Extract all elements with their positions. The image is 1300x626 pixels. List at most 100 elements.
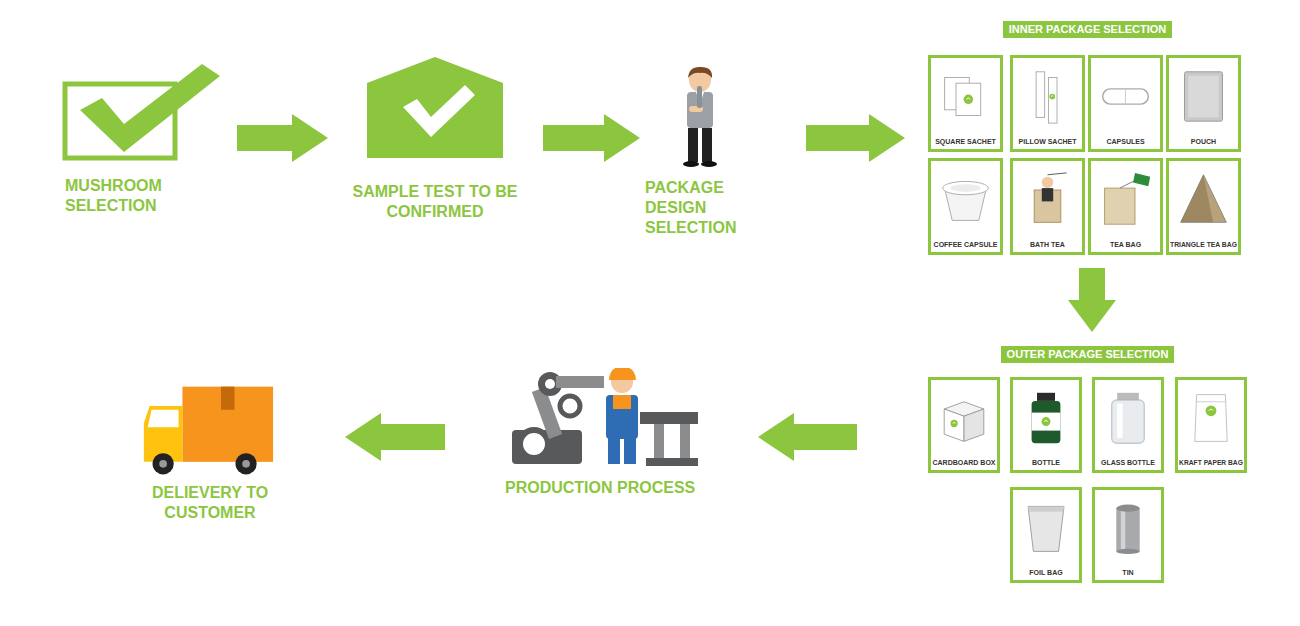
production-icon — [510, 368, 700, 468]
package-illustration — [1101, 383, 1155, 453]
shape-path — [1044, 420, 1048, 421]
shape-rect — [613, 395, 631, 409]
package-illustration — [1175, 61, 1232, 132]
shape-rect — [1112, 400, 1144, 443]
shape-rect — [1103, 89, 1149, 104]
shape-polygon — [148, 410, 179, 427]
process-step: DELIEVERY TO CUSTOMER — [135, 383, 285, 527]
package-caption: CARDBOARD BOX — [932, 459, 996, 467]
shape-circle — [242, 460, 250, 468]
shape-polygon — [1028, 506, 1064, 511]
shape-path — [1209, 409, 1213, 411]
step-label: PACKAGE DESIGN SELECTION — [645, 178, 775, 238]
package-caption: KRAFT PAPER BAG — [1179, 459, 1243, 467]
package-option: FOIL BAG — [1010, 487, 1082, 583]
group-heading: INNER PACKAGE SELECTION — [1003, 21, 1172, 38]
shape-rect — [702, 128, 712, 162]
shape-polygon — [403, 85, 475, 137]
step-illustration — [62, 62, 222, 162]
shape-polygon — [1181, 175, 1227, 223]
package-illustration — [937, 164, 994, 235]
step-label: MUSHROOM SELECTION — [65, 176, 230, 216]
step-illustration — [510, 368, 700, 468]
bottle-icon — [1019, 383, 1073, 453]
shape-circle — [153, 453, 174, 474]
package-illustration — [1019, 493, 1073, 563]
shape-rect — [556, 376, 604, 388]
package-option: TIN — [1092, 487, 1164, 583]
shape-circle — [159, 460, 167, 468]
shape-rect — [512, 430, 582, 464]
shape-path — [1051, 95, 1053, 97]
shape-polygon — [1028, 506, 1064, 551]
triangle-tea-bag-icon — [1175, 164, 1232, 235]
shape-circle — [1206, 405, 1217, 416]
shape-polygon — [367, 57, 503, 158]
package-option: KRAFT PAPER BAG — [1175, 377, 1247, 473]
shape-path — [609, 368, 636, 380]
cardboard-box-icon — [937, 383, 991, 453]
process-step: MUSHROOM SELECTION — [55, 58, 235, 230]
package-illustration — [1184, 383, 1238, 453]
shape-rect — [1185, 72, 1223, 121]
shape-line — [1197, 401, 1226, 402]
package-option: GLASS BOTTLE — [1092, 377, 1164, 473]
flow-arrow — [806, 114, 905, 162]
pouch-icon — [1175, 61, 1232, 132]
shape-path — [953, 422, 956, 423]
package-group: INNER PACKAGE SELECTION SQUARE SACHET PILL… — [925, 18, 1250, 258]
step-illustration — [675, 64, 725, 169]
shape-circle — [1042, 417, 1051, 426]
shape-rect — [956, 83, 981, 115]
package-caption: TRIANGLE TEA BAG — [1170, 241, 1237, 249]
foil-bag-icon — [1019, 493, 1073, 563]
shape-polygon — [1133, 173, 1150, 186]
shape-rect — [688, 128, 698, 162]
process-step: SAMPLE TEST TO BE CONFIRMED — [340, 52, 530, 232]
package-group: OUTER PACKAGE SELECTIONCARDBOARD BOXBOTT… — [925, 343, 1250, 588]
shape-polygon — [80, 64, 220, 152]
shape-circle — [520, 430, 548, 458]
shape-circle — [560, 396, 580, 416]
glass-bottle-icon — [1101, 383, 1155, 453]
shape-circle — [235, 453, 256, 474]
package-caption: CAPSULES — [1092, 138, 1159, 146]
package-caption: FOIL BAG — [1014, 569, 1078, 577]
package-caption: SQUARE SACHET — [932, 138, 999, 146]
package-illustration — [1101, 493, 1155, 563]
shape-line — [1048, 173, 1067, 175]
shape-rect — [221, 387, 235, 410]
package-caption: PILLOW SACHET — [1014, 138, 1081, 146]
package-option: SQUARE SACHET — [928, 55, 1003, 152]
delivery-truck-icon — [140, 383, 275, 479]
shape-path — [966, 98, 970, 99]
shape-line — [1125, 89, 1126, 104]
package-caption: COFFEE CAPSULE — [932, 241, 999, 249]
package-caption: TEA BAG — [1092, 241, 1159, 249]
tea-bag-icon — [1097, 164, 1154, 235]
package-option: TEA BAG — [1088, 158, 1163, 255]
tin-icon — [1101, 493, 1155, 563]
package-option: BOTTLE — [1010, 377, 1082, 473]
shape-rect — [1121, 508, 1126, 551]
shape-circle — [1042, 177, 1053, 188]
shape-rect — [1117, 404, 1122, 438]
package-illustration — [937, 383, 991, 453]
step-illustration — [140, 383, 275, 479]
shape-rect — [606, 395, 638, 439]
shape-ellipse — [943, 181, 989, 194]
shape-rect — [624, 438, 636, 464]
shape-ellipse — [950, 184, 980, 192]
package-illustration — [1019, 383, 1073, 453]
shape-rect — [697, 86, 702, 108]
package-option: BATH TEA — [1010, 158, 1085, 255]
process-step: PACKAGE DESIGN SELECTION — [645, 62, 775, 242]
step-label: SAMPLE TEST TO BE CONFIRMED — [340, 182, 530, 222]
flow-arrow — [345, 413, 445, 461]
package-option: POUCH — [1166, 55, 1241, 152]
flow-arrow — [1068, 268, 1116, 332]
shape-ellipse — [1116, 549, 1139, 554]
shape-rect — [1036, 72, 1045, 118]
step-illustration — [365, 55, 505, 160]
kraft-paper-bag-icon — [1184, 383, 1238, 453]
